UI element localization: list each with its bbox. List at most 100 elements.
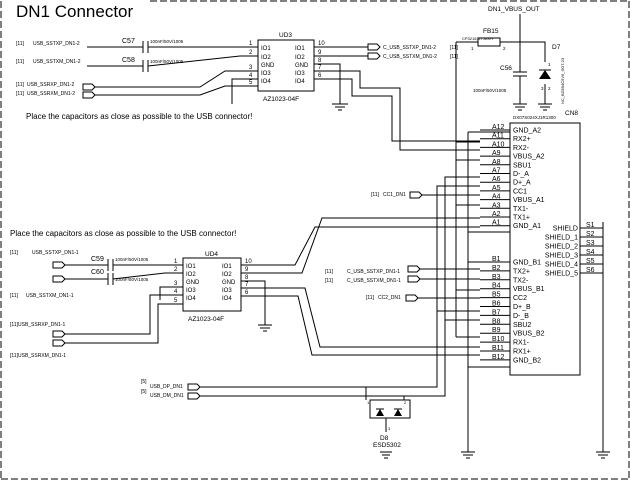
cn8-shield-name: SHIELD_1 <box>545 235 578 242</box>
svg-text:CC2_DN1: CC2_DN1 <box>378 295 401 301</box>
svg-text:CC1_DN1: CC1_DN1 <box>383 192 406 198</box>
vbus-distribution <box>455 142 480 338</box>
cn8-shield-name: SHIELD_4 <box>545 262 578 269</box>
svg-text:[11]: [11] <box>325 278 334 284</box>
cn8-pin-name: VBUS_A1 <box>513 197 545 204</box>
d7-gnd <box>538 103 552 111</box>
port-ud4-txm: [11] USB_SSTXM_DN1-1 <box>10 275 74 299</box>
cn8-pin-name: RX2- <box>513 145 530 152</box>
cn8-pin-name: TX1- <box>513 206 529 213</box>
ud3-out-wires <box>332 46 480 151</box>
cn8-pin-name: RX2+ <box>513 136 531 143</box>
svg-text:10: 10 <box>245 259 252 265</box>
svg-text:7: 7 <box>245 282 249 288</box>
ud4-group: [11] USB_SSTXP_DN1-1 [11] USB_SSTXM_DN1-… <box>10 217 480 359</box>
cn8-pin-num: A3 <box>492 202 501 209</box>
cn8-pin-name: SBU2 <box>513 322 531 329</box>
cap-c59: C59 100nF/50V/1005 <box>65 256 165 271</box>
cn8-pin-num: A5 <box>492 185 501 192</box>
cn8-pin-name: D+_B <box>513 304 531 311</box>
svg-text:[11]: [11] <box>450 45 459 51</box>
cn8-shield-name: SHIELD_2 <box>545 244 578 251</box>
svg-text:[11]: [11] <box>10 353 19 359</box>
svg-text:100nF/50V/1005: 100nF/50V/1005 <box>115 277 149 282</box>
svg-text:USB_DM_DN1: USB_DM_DN1 <box>150 393 184 399</box>
svg-text:USB_SSRXP_DN1-1: USB_SSRXP_DN1-1 <box>18 322 65 328</box>
cn8-gnd-symbol <box>461 451 475 459</box>
port-ud4-rxp: [11] USB_SSRXP_DN1-1 <box>10 322 66 338</box>
cn8-shield-num: S1 <box>586 222 595 229</box>
svg-text:10: 10 <box>318 41 325 47</box>
d8-esd: D8 ESD5302 1 2 3 <box>367 399 411 459</box>
cn8-pin-name: SBU1 <box>513 162 531 169</box>
svg-text:IO4: IO4 <box>261 79 271 85</box>
svg-text:IO3: IO3 <box>295 71 305 77</box>
svg-text:[11]: [11] <box>366 295 375 301</box>
svg-text:C60: C60 <box>91 269 104 276</box>
svg-text:[11]: [11] <box>16 59 25 65</box>
cn8-shield-num: S4 <box>586 249 595 256</box>
cap-c60: C60 100nF/50V/1005 <box>65 269 166 285</box>
svg-text:8: 8 <box>245 275 249 281</box>
svg-text:IO4: IO4 <box>222 296 232 302</box>
note-lower: Place the capacitors as close as possibl… <box>10 229 236 238</box>
port-ud3-rxm: [11] USB_SSRXM_DN1-2 <box>16 91 96 99</box>
port-ud3-txm: [11] USB_SSTXM_DN1-2 <box>16 59 81 65</box>
svg-text:USB_SSTXM_DN1-1: USB_SSTXM_DN1-1 <box>26 293 74 299</box>
cap-c56 <box>513 42 527 104</box>
cn8-pin-name: D+_A <box>513 180 531 187</box>
port-ud4-txp: [11] USB_SSTXP_DN1-1 <box>10 250 79 269</box>
cc2-port: [11] CC2_DN1 <box>366 294 480 302</box>
svg-text:6: 6 <box>245 290 249 296</box>
port-ud3-out-txm: C_USB_SSTXM_DN1-2 [11] <box>367 52 459 60</box>
cn8-pin-num: B2 <box>492 265 501 272</box>
ud4-body <box>182 257 242 312</box>
cn8-pin-name: GND_B1 <box>513 260 541 267</box>
svg-text:4: 4 <box>174 289 178 295</box>
cn8-shield-name: SHIELD <box>553 226 578 233</box>
svg-text:USB_SSRXM_DN1-1: USB_SSRXM_DN1-1 <box>18 353 66 359</box>
cn8-pin-name: VBUS_B1 <box>513 286 545 293</box>
svg-text:2: 2 <box>404 400 407 405</box>
cn8-pin-name: VBUS_A2 <box>513 154 545 161</box>
cn8-pin-num: B1 <box>492 256 501 263</box>
svg-text:C_USB_SSTXM_DN1-2: C_USB_SSTXM_DN1-2 <box>383 54 437 60</box>
cn8-pin-name: D-_A <box>513 171 529 178</box>
vbus-out-label: DN1_VBUS_OUT <box>488 6 540 13</box>
ud4-rx-wires <box>65 294 165 344</box>
svg-text:100nF/50V/1005: 100nF/50V/1005 <box>150 59 184 64</box>
port-ud3-txp: [11] USB_SSTXP_DN1-2 <box>16 41 80 47</box>
fb15-ref: FB15 <box>483 28 499 35</box>
cn8-pin-num: A4 <box>492 194 501 201</box>
d7-ref: D7 <box>552 44 561 51</box>
svg-text:5: 5 <box>174 298 178 304</box>
svg-text:[11]: [11] <box>371 192 380 198</box>
svg-text:[11]: [11] <box>10 322 19 328</box>
svg-text:7: 7 <box>318 65 322 71</box>
cn8-pin-num: B3 <box>492 274 501 281</box>
port-ud4-rxm: [11] USB_SSRXM_DN1-1 <box>10 339 66 359</box>
cn8-pin-num: B12 <box>492 354 505 361</box>
svg-text:3: 3 <box>541 86 544 91</box>
sheet-title: DN1 Connector <box>16 2 134 21</box>
ud3-body <box>257 39 315 92</box>
cn8-pin-num: A6 <box>492 176 501 183</box>
cn8-pin-num: A8 <box>492 159 501 166</box>
svg-text:8: 8 <box>318 58 322 64</box>
svg-text:USB_SSRXM_DN1-2: USB_SSRXM_DN1-2 <box>27 91 75 97</box>
ud4-pins: 1 2 3 4 5 IO1 IO2 GND IO3 IO4 IO1 IO2 GN… <box>165 259 259 305</box>
cn8-pin-num: B6 <box>492 301 501 308</box>
usb-dm-port: [5] USB_DM_DN1 <box>141 389 201 400</box>
ud3-gnd-wire <box>231 78 240 104</box>
cn8-pin-name: TX1+ <box>513 215 530 222</box>
cn8-pin-num: B9 <box>492 327 501 334</box>
svg-text:IO3: IO3 <box>261 71 271 77</box>
svg-text:[11]: [11] <box>16 91 25 97</box>
svg-text:GND: GND <box>261 63 275 69</box>
ud4-gnd-symbol <box>258 324 272 332</box>
port-ud3-rxp: [11] USB_SSRXP_DN1-2 <box>16 82 96 91</box>
cc1-port: [11] CC1_DN1 <box>371 191 480 199</box>
d7-wires <box>520 41 546 104</box>
